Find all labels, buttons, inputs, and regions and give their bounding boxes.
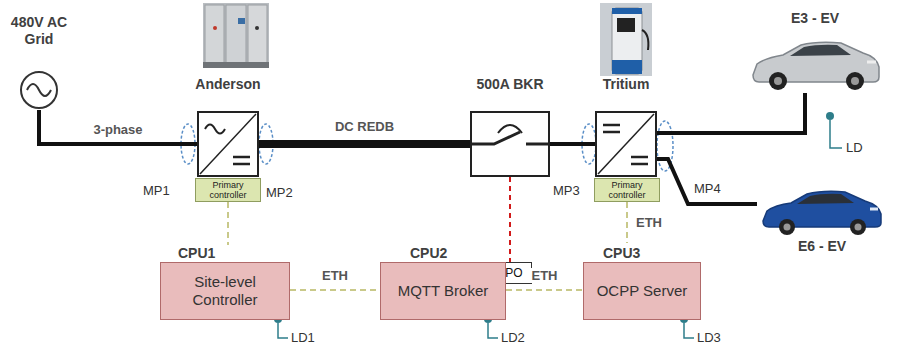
measurement-point-label: MP4: [694, 181, 721, 196]
node-title: Tritium: [588, 76, 664, 93]
controller-box: Primary controller: [195, 178, 261, 202]
grid-source-shape: [19, 70, 59, 110]
signal-link: [227, 202, 229, 245]
breaker-box: 500A BKR: [462, 76, 558, 177]
node-title: 500A BKR: [462, 76, 558, 93]
cpu-box: CPU2MQTT Broker: [380, 245, 506, 320]
node-body: OCPP Server: [597, 282, 688, 300]
node-text: Primary controller: [597, 180, 657, 200]
connector-label: DC REDB: [333, 119, 396, 134]
logging-device-label: LD3: [697, 330, 721, 345]
node-title: E6 - EV: [752, 238, 892, 255]
signal-link: [290, 289, 380, 291]
converter-box: Anderson: [188, 76, 268, 177]
converter-box-shape: [595, 111, 657, 177]
node-body: Site-level Controller: [169, 273, 281, 309]
grid-source-icon: [19, 70, 59, 110]
signal-link: [626, 202, 628, 243]
cpu-panel: Site-level Controller: [160, 262, 290, 320]
connector-label: ETH: [320, 268, 350, 283]
cpu-panel: MQTT Broker: [380, 262, 506, 320]
cpu-box: CPU1Site-level Controller: [160, 245, 290, 320]
breaker-box-icon: [470, 111, 550, 177]
logging-device-label: LD1: [291, 330, 315, 345]
node-title: 480V AC Grid: [2, 14, 76, 48]
power-wire: [259, 140, 470, 148]
ev-car-icon: [757, 186, 887, 236]
connector-label: 3-phase: [91, 122, 144, 137]
node-body: MQTT Broker: [398, 282, 489, 300]
power-wire: [550, 142, 595, 146]
converter-box: Tritium: [588, 76, 664, 177]
node-title: CPU2: [380, 245, 506, 262]
ev-car: E3 - EV: [742, 10, 888, 93]
converter-box-icon: [197, 111, 259, 177]
signal-link: [509, 177, 511, 262]
charger-photo: [600, 3, 652, 76]
connector-label: ETH: [634, 215, 664, 230]
power-wire: [657, 93, 805, 133]
cabinet-photo: [203, 3, 269, 68]
cpu-panel: OCPP Server: [583, 262, 701, 320]
ev-car-icon: [745, 35, 885, 93]
logging-device-label: LD: [846, 140, 863, 155]
converter-box-icon: [595, 111, 657, 177]
ev-car-shape: [745, 35, 885, 93]
node-text: Primary controller: [198, 180, 258, 200]
measurement-point-label: MP3: [553, 183, 580, 198]
ev-car: E6 - EV: [752, 186, 892, 255]
node-title: CPU3: [583, 245, 701, 262]
power-wire: [657, 159, 757, 204]
measurement-point-label: MP2: [266, 185, 293, 200]
ev-car-shape: [757, 186, 887, 236]
converter-box-shape: [197, 111, 259, 177]
signal-link: [506, 289, 583, 291]
cpu-box: CPU3OCPP Server: [583, 245, 701, 320]
node-title: E3 - EV: [742, 10, 888, 27]
breaker-box-shape: [470, 111, 550, 177]
power-wire: [39, 110, 197, 144]
node-title: Anderson: [188, 76, 268, 93]
measurement-point-label: MP1: [143, 183, 170, 198]
logging-device-label: LD2: [501, 330, 525, 345]
connector-label: ETH: [530, 268, 560, 283]
controller-box: Primary controller: [594, 178, 660, 202]
grid-source: 480V AC Grid: [2, 14, 76, 110]
node-title: CPU1: [160, 245, 290, 262]
